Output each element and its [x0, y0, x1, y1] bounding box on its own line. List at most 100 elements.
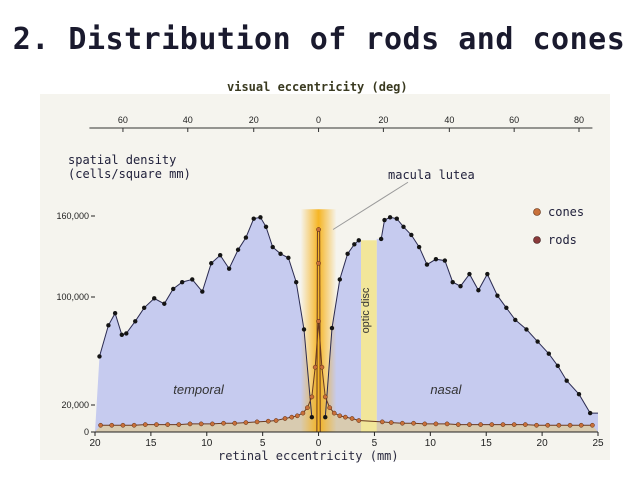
cone-point: [316, 318, 321, 324]
rod-point: [323, 414, 328, 420]
rod-point: [209, 261, 214, 266]
cone-point: [243, 420, 249, 425]
y-tick-label: 0: [84, 427, 89, 437]
cone-point: [356, 418, 362, 423]
cone-point: [221, 420, 226, 426]
y-axis-label-line1: spatial density: [68, 153, 177, 167]
cone-point: [337, 413, 343, 419]
cone-point: [455, 422, 461, 427]
cone-point: [165, 422, 171, 427]
cone-point: [232, 420, 238, 426]
rod-point: [263, 224, 269, 229]
cone-point: [254, 419, 260, 425]
cone-point: [478, 422, 483, 427]
cone-point: [400, 420, 405, 426]
rod-point: [424, 262, 430, 267]
x-tick-label: 20: [89, 438, 101, 449]
cone-point: [142, 422, 148, 427]
cone-point: [316, 227, 321, 232]
rod-point: [309, 414, 315, 420]
top-tick-label: 40: [183, 115, 193, 125]
rod-point: [442, 258, 448, 263]
top-tick-label: 20: [249, 115, 259, 125]
cones-peak-left: [316, 229, 318, 433]
cone-point: [109, 422, 115, 428]
x-axis-label: retinal eccentricity (mm): [218, 449, 399, 463]
rod-point: [112, 311, 118, 316]
rod-point: [535, 339, 540, 344]
y-tick-label: 20,000: [61, 400, 89, 410]
nasal-label: nasal: [430, 382, 462, 397]
cone-point: [198, 421, 204, 427]
rod-point: [294, 279, 299, 285]
top-tick-label: 60: [118, 115, 128, 125]
x-tick-label: 0: [316, 438, 322, 449]
cone-point: [131, 422, 137, 428]
rod-point: [106, 323, 111, 328]
rod-point: [124, 331, 129, 336]
top-tick-label: 60: [509, 115, 519, 125]
cone-point: [522, 422, 528, 427]
x-tick-label: 25: [592, 438, 604, 449]
rod-point: [394, 216, 399, 221]
x-tick-label: 15: [481, 438, 493, 449]
rod-point: [546, 351, 552, 356]
y-tick-label: 160,000: [56, 211, 89, 221]
rod-point: [467, 271, 472, 277]
cone-point: [176, 422, 182, 427]
rod-point: [476, 288, 481, 293]
cone-point: [511, 422, 517, 427]
cone-point: [578, 422, 584, 428]
rod-point: [200, 289, 205, 294]
cone-point: [322, 394, 328, 400]
rod-point: [504, 305, 509, 310]
rod-point: [587, 410, 593, 416]
x-tick-label: 5: [372, 438, 378, 449]
rod-point: [401, 224, 406, 229]
rod-point: [352, 242, 357, 247]
x-tick-label: 5: [260, 438, 266, 449]
cone-point: [500, 422, 506, 427]
rod-point: [495, 293, 500, 298]
rods-fill-nasal: [376, 217, 598, 432]
cone-point: [305, 405, 310, 411]
rod-point: [217, 252, 223, 258]
rod-point: [337, 277, 342, 282]
rod-point: [97, 354, 102, 359]
slide-title: 2. Distribution of rods and cones: [12, 22, 626, 57]
rod-point: [524, 327, 529, 332]
rod-point: [378, 236, 384, 242]
rods-fill-temporal: [95, 217, 319, 432]
rod-point: [270, 244, 275, 250]
cone-point: [154, 422, 159, 427]
rod-point: [179, 279, 185, 285]
rod-point: [450, 279, 455, 285]
rod-point: [576, 392, 582, 397]
cone-point: [120, 422, 126, 428]
cone-point: [273, 418, 279, 423]
cone-point: [98, 422, 103, 428]
top-tick-label: 20: [378, 115, 388, 125]
cones-peak-right: [319, 229, 321, 433]
legend-rods-marker: [533, 236, 541, 244]
cone-point: [534, 422, 539, 428]
cone-point: [545, 422, 551, 428]
legend-cones-label: cones: [548, 205, 585, 219]
optic-disc-band: [361, 240, 377, 432]
x-tick-label: 20: [537, 438, 549, 449]
rod-point: [301, 327, 307, 332]
rod-point: [416, 244, 422, 250]
cone-point: [590, 422, 595, 428]
rod-point: [433, 257, 439, 262]
cone-point: [210, 421, 215, 427]
rod-point: [162, 301, 167, 306]
rod-point: [513, 317, 518, 323]
x-tick-label: 10: [425, 438, 437, 449]
cone-point: [411, 420, 416, 426]
top-tick-label: 0: [316, 115, 321, 125]
rod-point: [409, 232, 414, 238]
rod-point: [171, 286, 176, 292]
rod-point: [329, 325, 335, 331]
rod-point: [258, 215, 263, 220]
rod-point: [133, 319, 138, 324]
